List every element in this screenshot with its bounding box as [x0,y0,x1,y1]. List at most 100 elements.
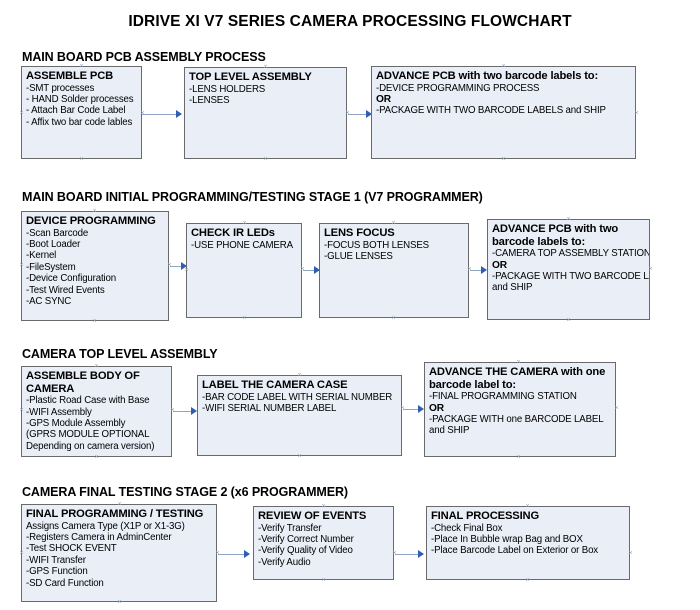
resize-handle[interactable] [19,263,24,268]
resize-handle[interactable] [263,65,268,70]
node-advance-the-camera-one-barcode-label[interactable]: ADVANCE THE CAMERA with one barcode labe… [424,362,616,457]
connector-arrowhead [418,405,424,413]
resize-handle[interactable] [391,221,396,226]
node-advance-pcb-two-barcode-labels[interactable]: ADVANCE PCB with two barcode labels to: … [371,66,636,159]
resize-handle[interactable] [566,318,571,323]
resize-handle[interactable] [614,406,619,411]
node-line: -Verify Transfer [258,522,322,534]
resize-handle[interactable] [501,157,506,162]
resize-handle[interactable] [94,364,99,369]
node-line: -PACKAGE WITH TWO BARCODE LABELS [492,271,649,282]
node-device-programming[interactable]: DEVICE PROGRAMMING -Scan Barcode -Boot L… [21,211,169,321]
node-line: -Verify Quality of Video [258,545,353,557]
connector-endpoint-handle[interactable] [345,111,350,116]
connector-endpoint-handle[interactable] [215,551,220,556]
connector-endpoint-handle[interactable] [300,267,305,272]
node-assemble-body-of-camera[interactable]: ASSEMBLE BODY OF CAMERA -Plastic Road Ca… [21,366,172,457]
node-title: ASSEMBLE BODY OF CAMERA [26,370,140,395]
node-title: TOP LEVEL ASSEMBLY [189,71,312,83]
node-line: -FOCUS BOTH LENSES [324,239,429,251]
resize-handle[interactable] [19,111,24,116]
node-line: -Check Final Box [431,522,503,534]
connector-arrowhead [191,407,197,415]
connector-line [218,554,249,555]
node-title: ADVANCE PCB with two barcode labels to: [492,223,619,248]
resize-handle[interactable] [184,268,189,273]
resize-handle[interactable] [516,360,521,365]
resize-handle[interactable] [117,502,122,507]
resize-handle[interactable] [92,209,97,214]
connector-arrowhead [176,110,182,118]
resize-handle[interactable] [19,551,24,556]
resize-handle[interactable] [242,316,247,321]
node-title: LENS FOCUS [324,227,395,239]
resize-handle[interactable] [79,157,84,162]
section-heading-camera-top-level-assembly: CAMERA TOP LEVEL ASSEMBLY [22,347,218,361]
connector-endpoint-handle[interactable] [400,406,405,411]
connector-endpoint-handle[interactable] [167,263,172,268]
resize-handle[interactable] [92,319,97,324]
connector-arrowhead [366,110,372,118]
node-line: -Verify Audio [258,556,311,568]
node-line: -Plastic Road Case with Base [26,395,150,407]
resize-handle[interactable] [297,454,302,459]
node-final-programming-testing[interactable]: FINAL PROGRAMMING / TESTING Assigns Came… [21,504,217,602]
resize-handle[interactable] [117,600,122,605]
node-line: -DEVICE PROGRAMMING PROCESS [376,82,540,94]
node-line: -FINAL PROGRAMMING STATION [429,391,577,403]
resize-handle[interactable] [525,504,530,509]
section-heading-main-board-initial-programming-testing-stage-1: MAIN BOARD INITIAL PROGRAMMING/TESTING S… [22,190,483,204]
connector-arrowhead [244,550,250,558]
node-title: DEVICE PROGRAMMING [26,215,156,227]
resize-handle[interactable] [242,221,247,226]
connector-arrowhead [481,266,487,274]
node-review-of-events[interactable]: REVIEW OF EVENTS -Verify Transfer -Verif… [253,506,394,580]
resize-handle[interactable] [79,64,84,69]
connector-arrowhead [418,550,424,558]
resize-handle[interactable] [94,455,99,460]
node-line: -SD Card Function [26,577,104,589]
node-line: -Verify Correct Number [258,534,354,545]
resize-handle[interactable] [648,267,653,272]
node-line: -FileSystem [26,261,76,273]
section-heading-camera-final-testing-stage-2: CAMERA FINAL TESTING STAGE 2 (x6 PROGRAM… [22,485,348,499]
node-check-ir-leds[interactable]: CHECK IR LEDs -USE PHONE CAMERA [186,223,302,318]
resize-handle[interactable] [501,64,506,69]
connector-endpoint-handle[interactable] [170,408,175,413]
resize-handle[interactable] [634,111,639,116]
node-title: FINAL PROCESSING [431,510,540,522]
node-advance-pcb-to-camera-top-assembly[interactable]: ADVANCE PCB with two barcode labels to: … [487,219,650,320]
resize-handle[interactable] [516,455,521,460]
page-title: IDRIVE XI V7 SERIES CAMERA PROCESSING FL… [128,13,572,30]
node-assemble-pcb[interactable]: ASSEMBLE PCB -SMT processes - HAND Solde… [21,66,142,159]
node-line: -Boot Loader [26,239,81,250]
resize-handle[interactable] [263,157,268,162]
resize-handle[interactable] [525,578,530,583]
node-line: -BAR CODE LABEL WITH SERIAL NUMBER [202,391,393,403]
node-label-the-camera-case[interactable]: LABEL THE CAMERA CASE -BAR CODE LABEL WI… [197,375,402,456]
node-line: -PACKAGE WITH one BARCODE LABEL [429,414,604,425]
node-top-level-assembly[interactable]: TOP LEVEL ASSEMBLY -LENS HOLDERS -LENSES [184,67,347,159]
resize-handle[interactable] [391,316,396,321]
node-line: Assigns Camera Type (X1P or X1-3G) [26,520,185,532]
connector-line [142,114,181,115]
node-final-processing[interactable]: FINAL PROCESSING -Check Final Box -Place… [426,506,630,580]
node-line: OR [492,259,507,271]
node-line: - Attach Bar Code Label [26,105,126,117]
node-line: and SHIP [492,282,533,294]
resize-handle[interactable] [297,373,302,378]
resize-handle[interactable] [321,578,326,583]
node-line: -GLUE LENSES [324,251,393,262]
connector-endpoint-handle[interactable] [467,267,472,272]
section-heading-main-board-pcb-assembly-process: MAIN BOARD PCB ASSEMBLY PROCESS [22,50,266,64]
connector-endpoint-handle[interactable] [392,551,397,556]
node-lens-focus[interactable]: LENS FOCUS -FOCUS BOTH LENSES -GLUE LENS… [319,223,469,318]
resize-handle[interactable] [19,408,24,413]
connector-line [403,409,423,410]
resize-handle[interactable] [566,217,571,222]
connector-endpoint-handle[interactable] [140,111,145,116]
resize-handle[interactable] [628,551,633,556]
node-line: and SHIP [429,425,470,437]
resize-handle[interactable] [321,504,326,509]
